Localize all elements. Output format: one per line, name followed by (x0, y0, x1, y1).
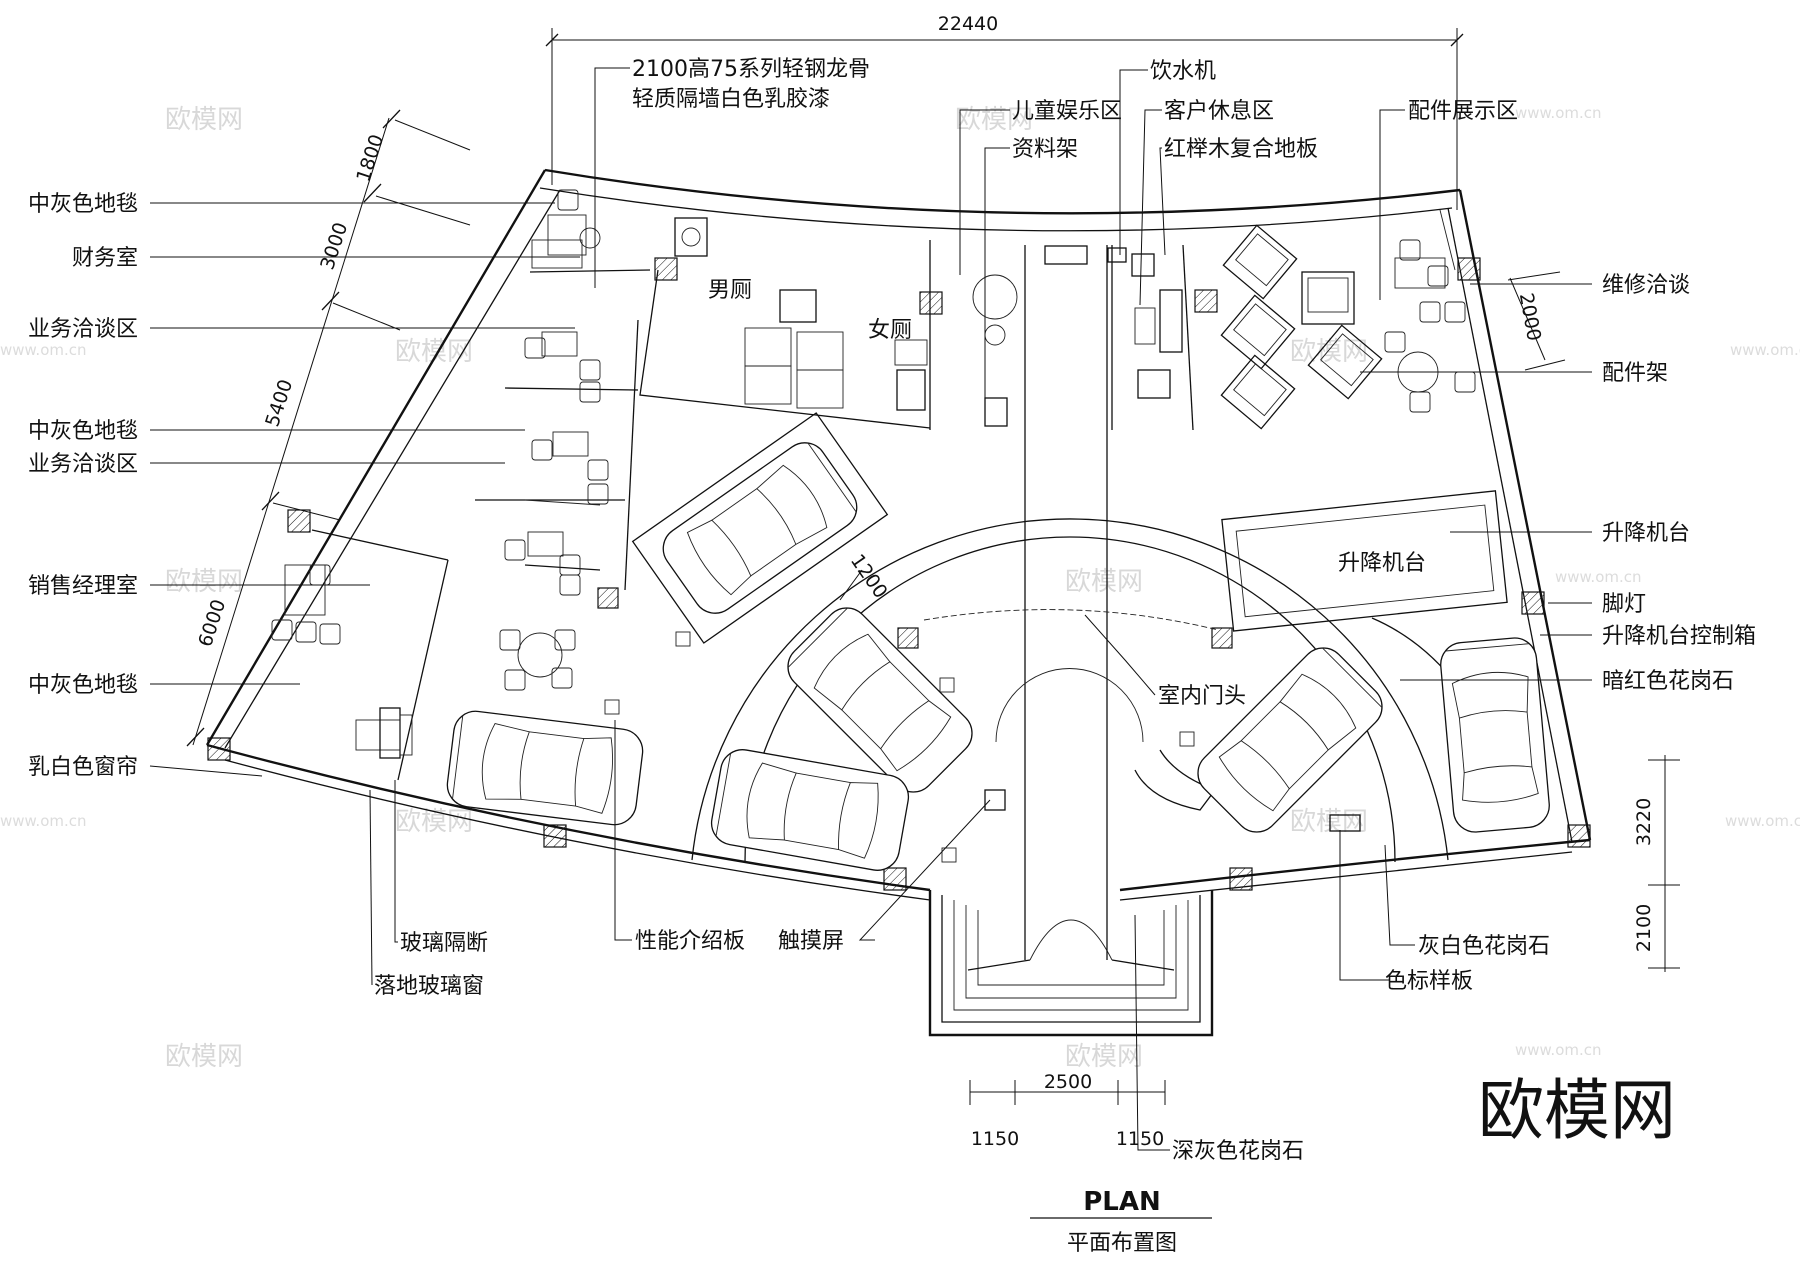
label-dark-red-granite: 暗红色花岗石 (1602, 669, 1734, 694)
showroom-floor (604, 245, 1449, 960)
toilets: 男厕 女厕 (639, 217, 1018, 430)
label-floor-material: 红榉木复合地板 (1164, 137, 1318, 162)
watermark: 欧模网 (1290, 337, 1368, 367)
label-info-board: 性能介绍板 (635, 929, 745, 954)
label-repair-consult: 维修洽谈 (1602, 273, 1690, 298)
watermark-url: www.om.cn (1515, 104, 1602, 122)
left-offices (271, 189, 651, 781)
label-kids-area: 儿童娱乐区 (1012, 99, 1122, 124)
leader-lines-left (149, 202, 580, 777)
lounge-and-parts (1044, 209, 1476, 431)
label-touch-screen: 触摸屏 (778, 929, 844, 954)
watermark: 欧模网 (165, 105, 243, 135)
dimension-value: 3220 (1633, 798, 1655, 846)
room-label-womens-toilet: 女厕 (868, 318, 912, 343)
dimension-value: 2000 (1515, 291, 1545, 342)
display-cars: 1200 (444, 412, 1552, 875)
label-glass-partition: 玻璃隔断 (400, 931, 488, 956)
watermark-url: www.om.cn (1725, 812, 1800, 830)
labels-top: 2100高75系列轻钢龙骨 轻质隔墙白色乳胶漆 儿童娱乐区 资料架 饮水机 客户… (632, 57, 1518, 162)
label-light-granite: 灰白色花岗石 (1418, 934, 1550, 959)
label-dark-grey-granite: 深灰色花岗石 (1172, 1139, 1304, 1164)
label-lift-control-box: 升降机台控制箱 (1602, 624, 1756, 649)
label-carpet-2: 中灰色地毯 (28, 419, 138, 444)
labels-left: 中灰色地毯 财务室 业务洽谈区 中灰色地毯 业务洽谈区 销售经理室 中灰色地毯 … (28, 192, 138, 780)
leader-lines-right (1360, 283, 1592, 681)
labels-right: 维修洽谈 配件架 升降机台 脚灯 升降机台控制箱 暗红色花岗石 (1602, 273, 1756, 694)
leader-lines-bottom (369, 614, 1415, 1151)
label-parts-display: 配件展示区 (1408, 99, 1518, 124)
room-label-lift-platform: 升降机台 (1338, 551, 1426, 576)
label-lift-platform: 升降机台 (1602, 521, 1690, 546)
building-outline (205, 168, 1592, 1037)
label-water-dispenser: 饮水机 (1150, 59, 1216, 84)
title-block: PLAN 平面布置图 (1030, 1187, 1212, 1256)
drawing-subtitle: 平面布置图 (1067, 1231, 1177, 1256)
dimension-value: 1200 (846, 550, 892, 602)
watermark: 欧模网 (1065, 1042, 1143, 1072)
watermark-url: www.om.cn (0, 812, 87, 830)
watermark-layer: 欧模网 欧模网 www.om.cn 欧模网 欧模网 www.om.cn www.… (0, 104, 1800, 1072)
label-carpet-3: 中灰色地毯 (28, 673, 138, 698)
label-floor-window: 落地玻璃窗 (374, 974, 484, 999)
dimension-bottom: 2500 1150 1150 (969, 1071, 1166, 1150)
label-foot-light: 脚灯 (1602, 592, 1646, 617)
watermark: 欧模网 (1065, 567, 1143, 597)
label-entrance-header: 室内门头 (1158, 684, 1246, 709)
watermark-url: www.om.cn (0, 341, 87, 359)
label-business-area-2: 业务洽谈区 (28, 452, 138, 477)
label-brochure-rack: 资料架 (1012, 137, 1078, 162)
brand-logo: 欧模网 (1478, 1072, 1676, 1149)
label-partition-spec-line2: 轻质隔墙白色乳胶漆 (632, 87, 830, 112)
dimension-value: 2500 (1044, 1071, 1092, 1093)
watermark: 欧模网 (395, 337, 473, 367)
lift-platform: 升降机台 (1221, 490, 1516, 801)
dimension-value: 22440 (938, 13, 998, 35)
label-curtain: 乳白色窗帘 (28, 755, 138, 780)
dimension-value: 1150 (1116, 1128, 1164, 1150)
label-carpet-1: 中灰色地毯 (28, 192, 138, 217)
watermark-url: www.om.cn (1730, 341, 1800, 359)
leader-lines-top (594, 67, 1405, 410)
dimension-value: 1150 (971, 1128, 1019, 1150)
label-finance-office: 财务室 (72, 246, 138, 271)
labels-bottom: 玻璃隔断 落地玻璃窗 性能介绍板 触摸屏 室内门头 灰白色花岗石 色标样板 深灰… (374, 684, 1550, 1164)
label-business-area-1: 业务洽谈区 (28, 317, 138, 342)
drawing-title: PLAN (1083, 1187, 1161, 1217)
label-sales-manager-office: 销售经理室 (28, 574, 138, 599)
watermark: 欧模网 (1290, 807, 1368, 837)
room-label-mens-toilet: 男厕 (708, 278, 752, 303)
dimension-value: 1800 (352, 132, 388, 185)
label-color-sample: 色标样板 (1385, 969, 1473, 994)
dimension-overall-width: 22440 (545, 13, 1464, 210)
watermark: 欧模网 (165, 567, 243, 597)
label-partition-spec-line1: 2100高75系列轻钢龙骨 (632, 57, 870, 82)
dimension-value: 5400 (261, 377, 297, 430)
dimension-value: 2100 (1633, 904, 1655, 952)
watermark-url: www.om.cn (1555, 568, 1642, 586)
dimension-value: 3000 (316, 220, 352, 273)
watermark-url: www.om.cn (1515, 1041, 1602, 1059)
label-parts-rack: 配件架 (1602, 361, 1668, 386)
watermark: 欧模网 (165, 1042, 243, 1072)
label-lounge: 客户休息区 (1164, 99, 1274, 124)
